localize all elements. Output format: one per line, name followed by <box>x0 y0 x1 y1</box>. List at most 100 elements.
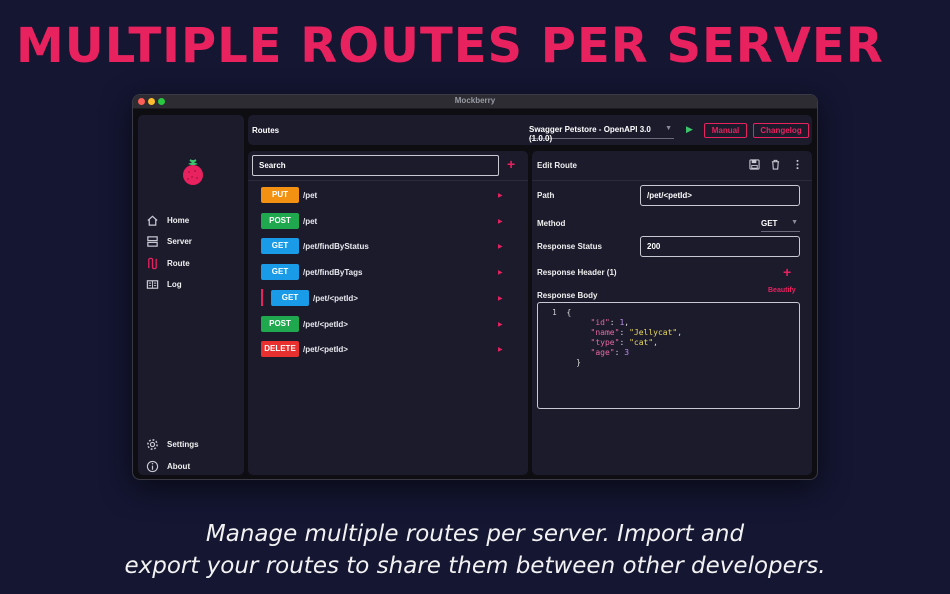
page-headline: MULTIPLE ROUTES PER SERVER <box>16 18 884 74</box>
response-header-label: Response Header (1) <box>537 268 617 277</box>
sidebar-item-label: Route <box>167 259 190 268</box>
sidebar-item-label: About <box>167 462 191 471</box>
title-bar: Mockberry <box>133 95 817 109</box>
json-separator: , <box>653 338 658 347</box>
route-path: /pet/<petId> <box>303 319 348 329</box>
changelog-button[interactable]: Changelog <box>753 123 809 138</box>
traffic-lights <box>138 98 165 105</box>
method-label: Method <box>537 219 566 228</box>
chevron-right-icon: ▶ <box>498 295 503 302</box>
route-path: /pet/findByStatus <box>303 242 369 252</box>
edit-route-panel: Edit Route Path /pet/<petId> Method GET … <box>532 151 812 475</box>
route-row[interactable]: PUT/pet ▶ <box>248 185 528 207</box>
json-separator: , <box>624 318 630 327</box>
json-value: 3 <box>624 348 630 357</box>
sidebar-item-route[interactable]: Route <box>146 257 190 270</box>
add-route-button[interactable]: + <box>507 156 516 172</box>
json-value: 1 <box>619 318 625 327</box>
chevron-down-icon: ▼ <box>665 125 672 132</box>
code-entries: "id": 1, "name": "Jellycat", "type": "ca… <box>590 318 683 357</box>
more-vertical-icon[interactable] <box>792 159 803 170</box>
log-icon <box>146 280 159 289</box>
server-select-value: Swagger Petstore - OpenAPI 3.0 (1.0.0) <box>529 125 651 143</box>
route-row[interactable]: GET/pet/findByTags ▶ <box>248 262 528 284</box>
sidebar-item-about[interactable]: About <box>146 460 190 473</box>
routes-panel: Search + PUT/pet▶POST/pet▶GET/pet/findBy… <box>248 151 528 475</box>
route-row[interactable]: GET/pet/<petId> ▶ <box>248 288 528 310</box>
manual-button[interactable]: Manual <box>704 123 747 138</box>
sidebar: Home Server Route Log Settings About <box>138 115 244 475</box>
json-key: "age" <box>590 348 615 357</box>
sidebar-item-label: Settings <box>167 440 199 449</box>
route-row[interactable]: POST/pet ▶ <box>248 211 528 233</box>
toolbar-title: Routes <box>252 126 280 135</box>
divider <box>248 180 528 181</box>
divider <box>532 180 812 181</box>
sidebar-item-log[interactable]: Log <box>146 278 182 291</box>
play-icon[interactable]: ▶ <box>686 124 693 134</box>
chevron-right-icon: ▶ <box>498 270 503 277</box>
chevron-right-icon: ▶ <box>498 321 503 328</box>
method-badge: GET <box>261 264 299 281</box>
selected-indicator <box>261 288 263 306</box>
json-value: "cat" <box>629 338 654 347</box>
window-title: Mockberry <box>454 96 496 105</box>
method-badge: POST <box>261 315 299 332</box>
add-header-button[interactable]: + <box>783 264 792 280</box>
server-icon <box>147 236 158 247</box>
sidebar-item-label: Log <box>167 280 182 289</box>
chevron-right-icon: ▶ <box>498 193 503 199</box>
method-select[interactable]: GET ▼ <box>761 219 800 232</box>
chevron-right-icon: ▶ <box>498 244 503 251</box>
method-select-value: GET <box>761 219 778 228</box>
zoom-window-button[interactable] <box>158 98 165 105</box>
json-key: "name" <box>590 328 620 337</box>
sidebar-item-settings[interactable]: Settings <box>146 438 199 451</box>
raspberry-icon <box>183 159 203 185</box>
json-value: "Jellycat" <box>629 328 678 337</box>
sidebar-item-label: Server <box>167 237 192 246</box>
edit-route-title: Edit Route <box>537 161 577 170</box>
response-body-label: Response Body <box>537 291 598 300</box>
path-input[interactable]: /pet/<petId> <box>640 185 800 206</box>
response-status-input[interactable]: 200 <box>640 236 800 257</box>
method-badge: POST <box>261 212 299 229</box>
sidebar-item-label: Home <box>167 216 190 225</box>
minimize-window-button[interactable] <box>148 98 155 105</box>
line-number: 1 <box>552 308 557 317</box>
method-badge: DELETE <box>261 341 299 358</box>
route-path: /pet/<petId> <box>313 293 358 303</box>
code-brace: } <box>576 358 581 367</box>
code-brace: { <box>566 308 572 317</box>
route-path: /pet/findByTags <box>303 268 363 278</box>
close-window-button[interactable] <box>138 98 145 105</box>
route-path: /pet <box>303 191 318 200</box>
route-row[interactable]: POST/pet/<petId> ▶ <box>248 314 528 336</box>
server-select[interactable]: Swagger Petstore - OpenAPI 3.0 (1.0.0) ▼ <box>529 125 674 143</box>
routes-toolbar: Routes Swagger Petstore - OpenAPI 3.0 (1… <box>248 115 812 145</box>
path-label: Path <box>537 191 555 200</box>
route-icon <box>148 257 157 270</box>
json-key: "id" <box>590 318 610 327</box>
app-window: Mockberry Home Server Route Log <box>133 95 817 479</box>
route-row[interactable]: GET/pet/findByStatus ▶ <box>248 236 528 258</box>
chevron-right-icon: ▶ <box>498 218 503 225</box>
method-badge: GET <box>261 238 299 255</box>
info-icon <box>146 460 159 473</box>
sidebar-item-server[interactable]: Server <box>146 235 192 248</box>
trash-icon[interactable] <box>770 159 781 170</box>
method-badge: PUT <box>261 187 299 203</box>
search-input[interactable]: Search <box>252 155 499 176</box>
caption-line: Manage multiple routes per server. Impor… <box>205 521 745 547</box>
sidebar-item-home[interactable]: Home <box>146 214 189 227</box>
save-icon[interactable] <box>749 159 760 170</box>
route-path: /pet <box>303 216 318 226</box>
chevron-right-icon: ▶ <box>498 347 503 354</box>
beautify-button[interactable]: Beautify <box>768 287 796 294</box>
home-icon <box>147 215 158 226</box>
json-key: "type" <box>590 338 620 347</box>
response-body-editor[interactable]: 1 { "id": 1, "name": "Jellycat", "type":… <box>537 302 800 409</box>
route-row[interactable]: DELETE/pet/<petId>▶ <box>248 339 528 361</box>
json-separator: , <box>677 328 683 337</box>
method-badge: GET <box>271 289 309 306</box>
